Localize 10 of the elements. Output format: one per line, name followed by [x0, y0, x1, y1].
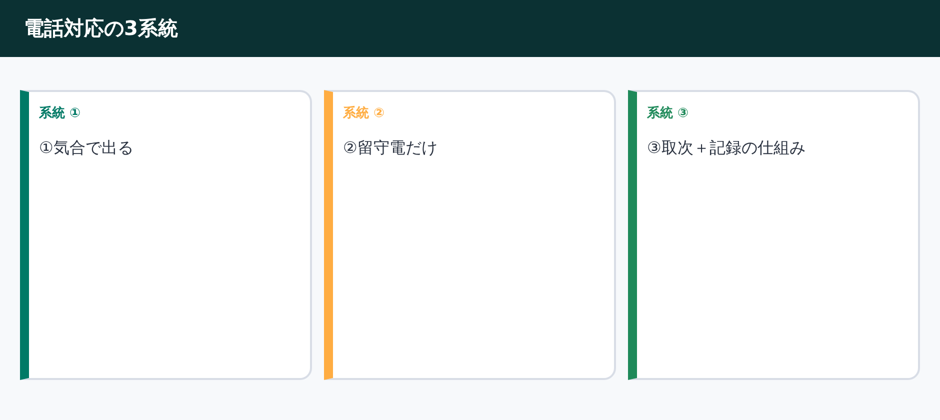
card	[324, 90, 616, 380]
card-heading: 系統 ②	[343, 105, 385, 123]
page-title: 電話対応の3系統	[24, 15, 178, 42]
card-heading: 系統 ③	[647, 105, 689, 123]
card-text: ③取次＋記録の仕組み	[647, 137, 806, 159]
card	[20, 90, 312, 380]
card-heading: 系統 ①	[39, 105, 81, 123]
card	[628, 90, 920, 380]
card-text: ①気合で出る	[39, 137, 134, 159]
card-text: ②留守電だけ	[343, 137, 438, 159]
